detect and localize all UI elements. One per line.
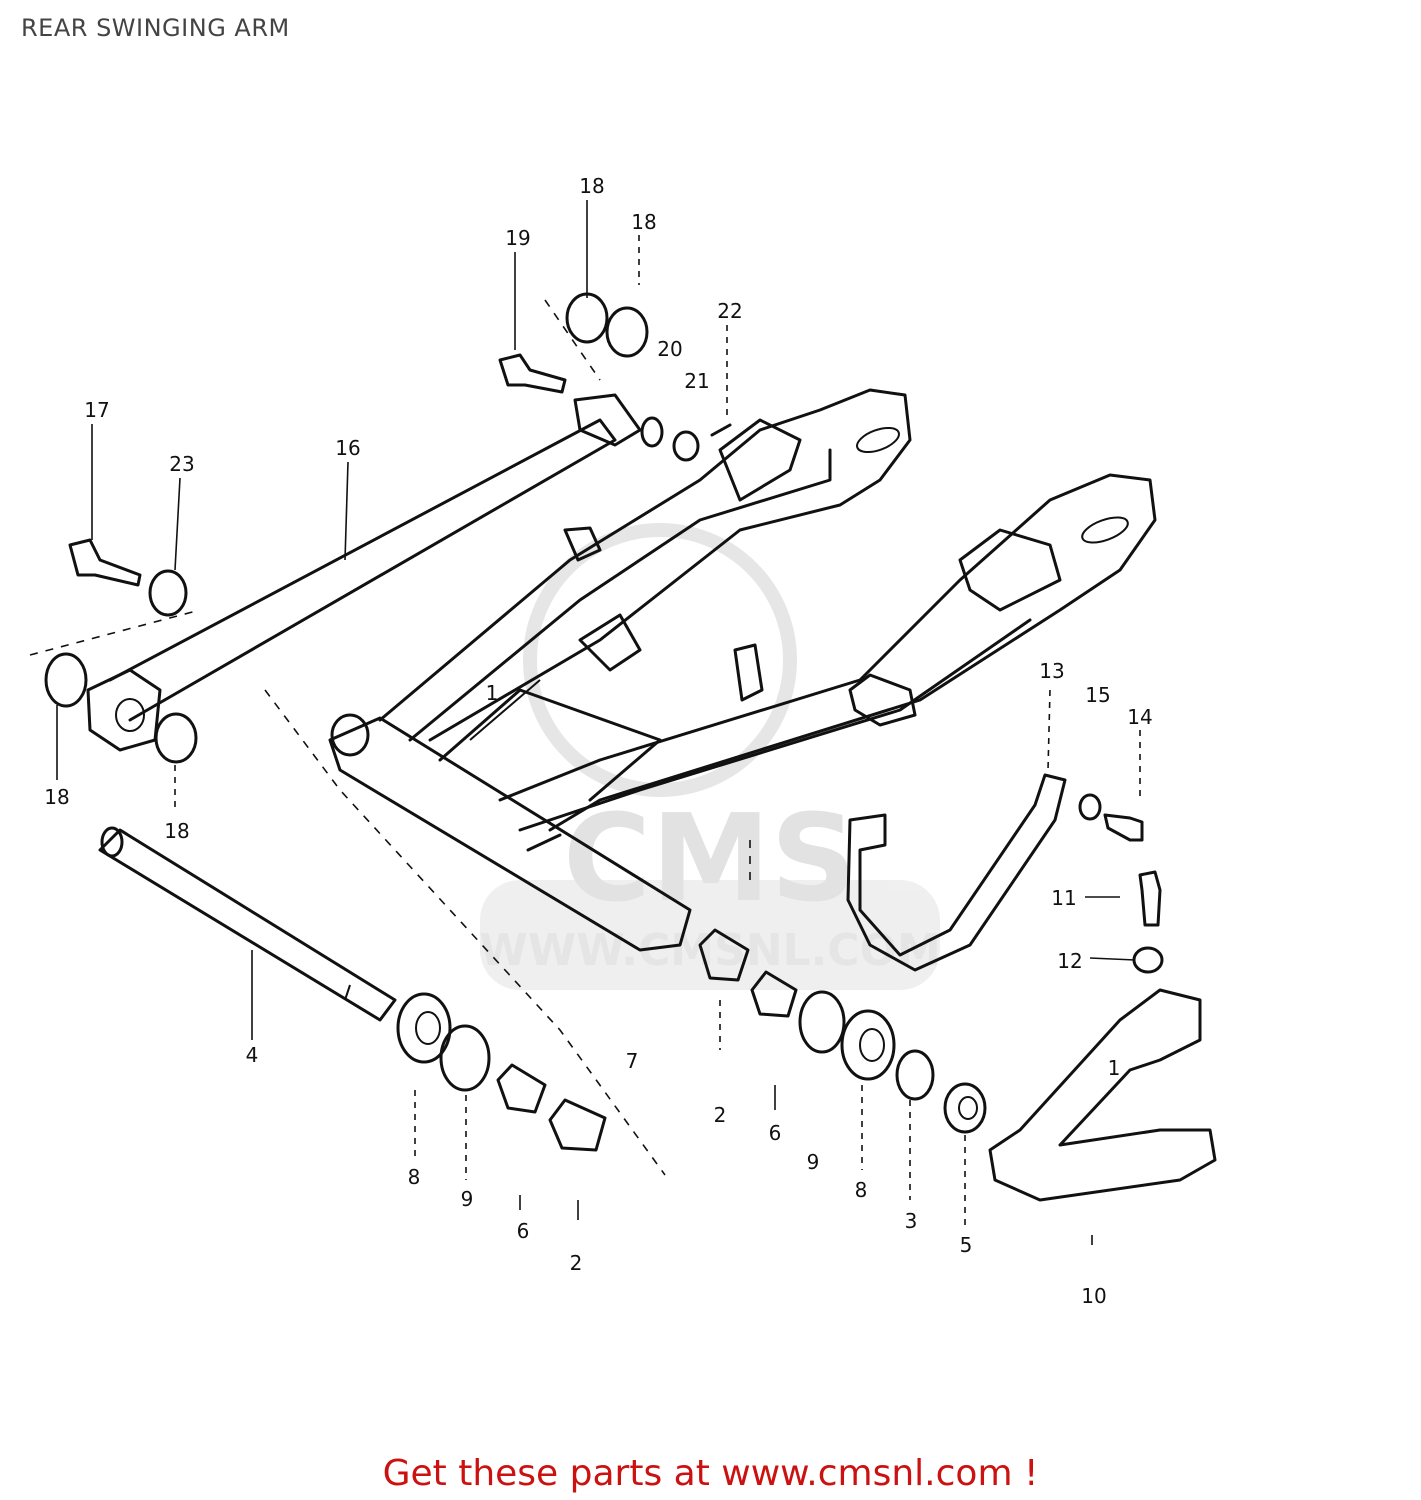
callout-2-mid: 2 (714, 1103, 727, 1127)
callout-8-left: 8 (408, 1165, 421, 1189)
alignment-lines (29, 299, 751, 1176)
callout-1: 1 (486, 681, 499, 705)
callout-6-right: 6 (769, 1121, 782, 1145)
right-bushings (698, 928, 987, 1134)
callout-6-left: 6 (517, 1219, 530, 1243)
swing-arm-frame (328, 388, 1157, 952)
callout-19: 19 (505, 226, 530, 250)
callout-17: 17 (84, 398, 109, 422)
left-bushings (396, 992, 607, 1152)
leader-lines (56, 200, 1141, 1245)
callout-23: 23 (169, 452, 194, 476)
callout-3: 3 (905, 1209, 918, 1233)
callout-11: 11 (1051, 886, 1076, 910)
callout-14: 14 (1127, 705, 1152, 729)
callout-7: 7 (626, 1049, 639, 1073)
callout-10: 10 (1081, 1284, 1106, 1308)
watermark-url-text: WWW.CMSNL.COM (479, 925, 941, 976)
callout-18-top-right: 18 (631, 210, 656, 234)
callout-5: 5 (960, 1233, 973, 1257)
callout-4: 4 (246, 1043, 259, 1067)
callout-9-left: 9 (461, 1187, 474, 1211)
callout-15: 15 (1085, 683, 1110, 707)
callout-8-right: 8 (855, 1178, 868, 1202)
callout-9-right: 9 (807, 1150, 820, 1174)
callout-18-left: 18 (44, 785, 69, 809)
footer-cta-link[interactable]: Get these parts at www.cmsnl.com ! (382, 1453, 1039, 1494)
callout-22: 22 (717, 299, 742, 323)
callout-16: 16 (335, 436, 360, 460)
page-title: REAR SWINGING ARM (21, 14, 290, 42)
callout-20: 20 (657, 337, 682, 361)
callout-13: 13 (1039, 659, 1064, 683)
chain-case-bracket (846, 773, 1164, 974)
callout-1-chain-guard: 1 (1108, 1056, 1121, 1080)
callout-18-bottom: 18 (164, 819, 189, 843)
callout-18-top: 18 (579, 174, 604, 198)
watermark-cms-text: CMS (563, 790, 857, 929)
chain-guard (988, 988, 1217, 1202)
callout-21: 21 (684, 369, 709, 393)
callout-numbers: 18 18 19 22 20 21 17 23 16 18 18 1 4 7 8… (44, 174, 1152, 1308)
pivot-shaft (98, 826, 397, 1022)
callout-12: 12 (1057, 949, 1082, 973)
callout-2-left: 2 (570, 1251, 583, 1275)
